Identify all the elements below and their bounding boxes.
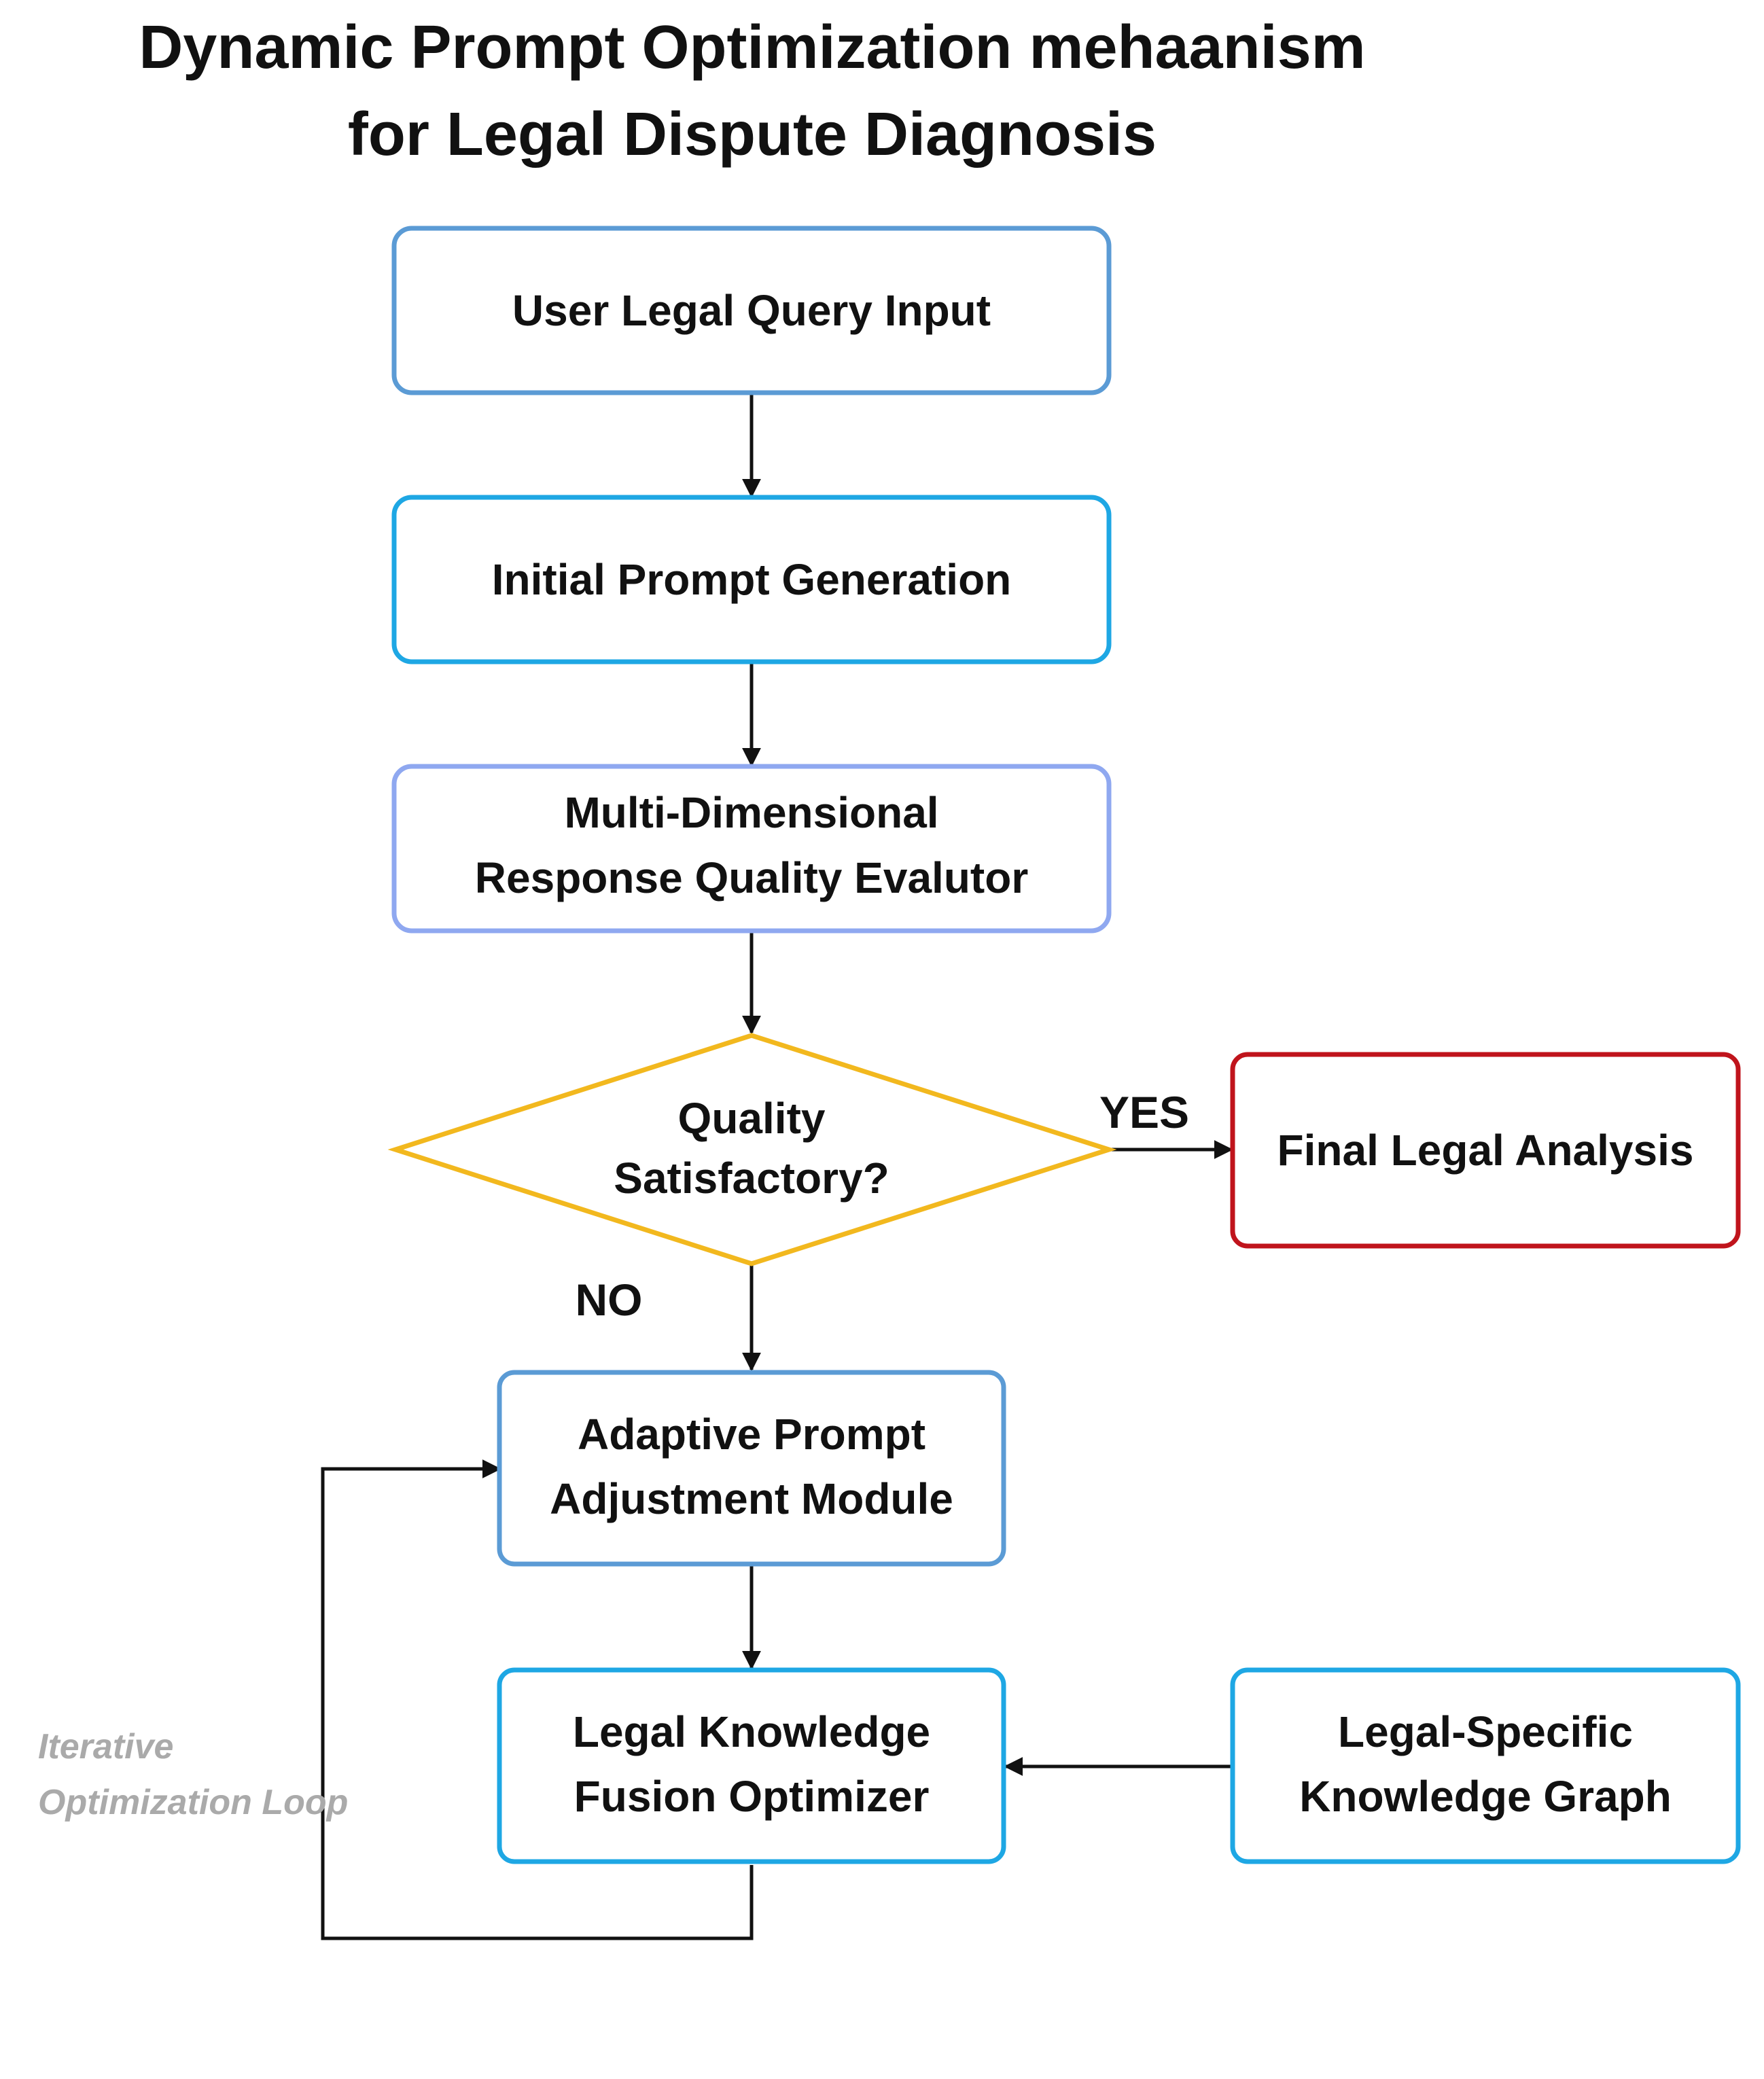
initial-prompt-box [391,495,1112,664]
title-line-2: for Legal Dispute Diagnosis [348,101,1157,168]
node-fusion: Legal Knowledge Fusion Optimizer [497,1667,1006,1864]
knowledge-graph-label-line-1: Legal-Specific [1338,1707,1633,1756]
adjustment-box [497,1370,1006,1567]
node-decision: Quality Satisfactory? [387,1033,1117,1266]
decision-label-line-1: Quality [678,1094,826,1143]
evaluator-label-line-2: Response Quality Evalutor [475,853,1028,902]
node-knowledge-graph: Legal-Specific Knowledge Graph [1230,1667,1741,1864]
fusion-label-line-2: Fusion Optimizer [574,1772,930,1821]
fusion-box [497,1667,1006,1864]
user-query-label: User Legal Query Input [512,286,991,335]
initial-prompt-label: Initial Prompt Generation [492,555,1012,604]
user-query-box [391,226,1112,395]
yes-label: YES [1099,1087,1189,1137]
final-analysis-box [1230,1052,1741,1249]
adjustment-label-line-2: Adjustment Module [550,1474,953,1523]
decision-diamond [387,1033,1117,1266]
node-initial-prompt: Initial Prompt Generation [391,495,1112,664]
node-user-query: User Legal Query Input [391,226,1112,395]
evaluator-box [391,764,1112,934]
edge-iterative-loop [321,1459,754,1940]
title-line-1: Dynamic Prompt Optimization mehaanism [139,14,1365,82]
final-analysis-label: Final Legal Analysis [1277,1126,1694,1175]
loop-label-line-2: Optimization Loop [38,1783,348,1822]
fusion-label-line-1: Legal Knowledge [573,1707,930,1756]
knowledge-graph-label-line-2: Knowledge Graph [1299,1772,1672,1821]
decision-label-line-2: Satisfactory? [614,1154,889,1203]
knowledge-graph-box [1230,1667,1741,1864]
loop-label-line-1: Iterative [38,1727,173,1766]
node-evaluator: Multi-Dimensional Response Quality Evalu… [391,764,1112,934]
evaluator-label-line-1: Multi-Dimensional [564,788,938,837]
adjustment-label-line-1: Adaptive Prompt [578,1410,925,1459]
no-label: NO [576,1275,643,1325]
node-final-analysis: Final Legal Analysis [1230,1052,1741,1249]
node-adjustment: Adaptive Prompt Adjustment Module [497,1370,1006,1567]
connectors [321,394,1233,1940]
